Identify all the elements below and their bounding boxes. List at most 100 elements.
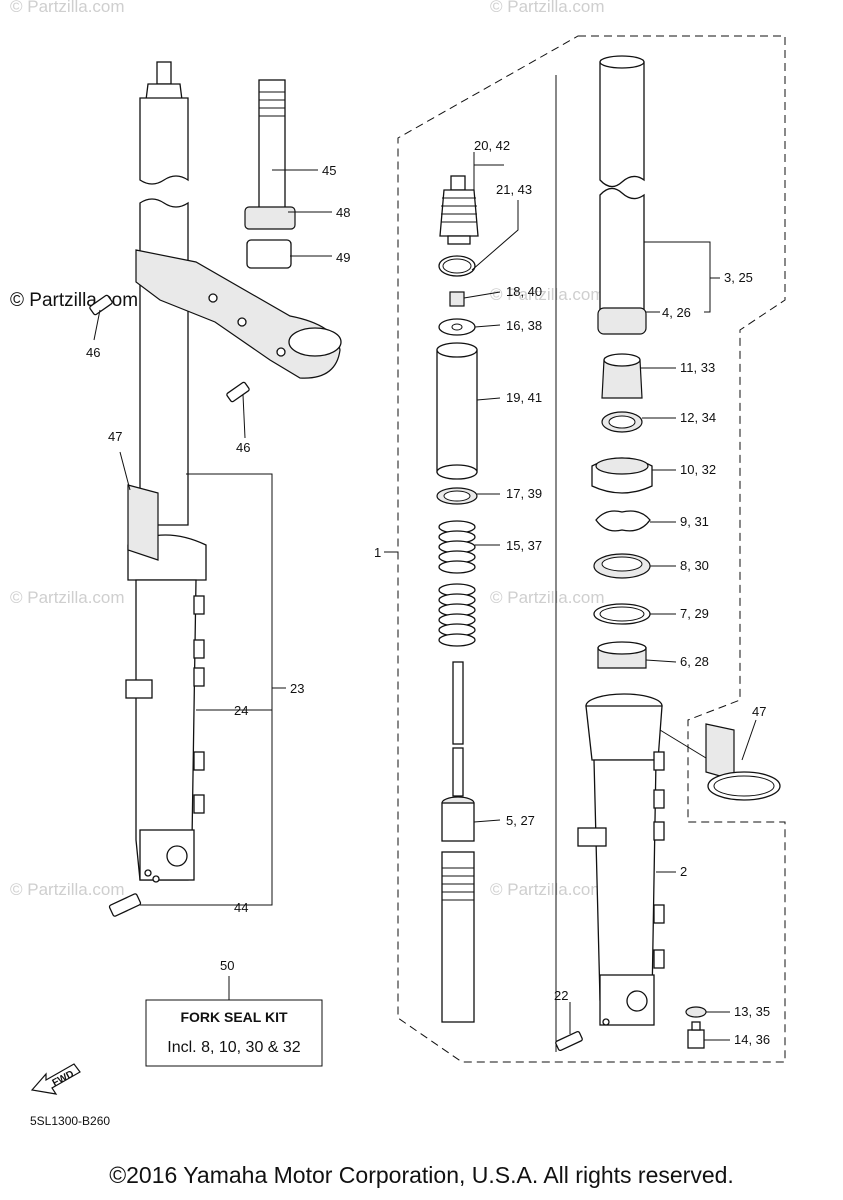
pinch-bolt <box>226 381 250 403</box>
watermark-main: © Partzilla.com <box>10 290 138 311</box>
axle-hole <box>626 990 648 1012</box>
outer-tube-lug <box>193 639 205 659</box>
callout-44: 44 <box>234 900 248 915</box>
clamp-bolt-hole <box>276 347 286 357</box>
callout-2: 2 <box>680 864 687 879</box>
under-bracket <box>135 249 341 379</box>
damper-rod-upper <box>452 661 464 745</box>
outer-tube-lug <box>653 821 665 841</box>
pinch-bolt-hole <box>152 875 160 883</box>
outer-tube-top <box>585 705 663 761</box>
kit-contents: Incl. 8, 10, 30 & 32 <box>167 1039 301 1056</box>
outer-tube-lug <box>653 751 665 771</box>
fwd-arrow-icon: FWD <box>30 1063 81 1095</box>
clamp-bolt-hole <box>208 293 218 303</box>
damper-cylinder <box>441 851 475 1023</box>
callout-22: 22 <box>554 988 568 1003</box>
callout-19-41: 19, 41 <box>506 390 542 405</box>
callout-1: 1 <box>374 545 381 560</box>
damper-cylinder-head <box>441 802 475 842</box>
inner-tube-top <box>599 61 645 188</box>
callout-21-43: 21, 43 <box>496 182 532 197</box>
callout-15-37: 15, 37 <box>506 538 542 553</box>
callout-5-27: 5, 27 <box>506 813 535 828</box>
callout-24: 24 <box>234 703 248 718</box>
callout-10-32: 10, 32 <box>680 462 716 477</box>
inner-tube <box>599 187 645 319</box>
watermarks: © Partzilla.com © Partzilla.com © Partzi… <box>10 0 605 899</box>
callout-11-33: 11, 33 <box>680 360 715 375</box>
cap-bolt-top <box>156 61 172 85</box>
cap-bolt-shank <box>447 235 471 245</box>
diagram-code: 5SL1300-B260 <box>30 1114 110 1128</box>
callout-45: 45 <box>322 163 336 178</box>
callout-14-36: 14, 36 <box>734 1032 770 1047</box>
axle-pinch-bolt <box>555 1030 583 1052</box>
outer-tube-lug <box>193 751 205 771</box>
cap-bolt-adjuster <box>450 175 466 191</box>
clamp-bolt-hole <box>237 317 247 327</box>
callout-7-29: 7, 29 <box>680 606 709 621</box>
callout-8-30: 8, 30 <box>680 558 709 573</box>
outer-parts <box>555 55 781 1052</box>
watermark: © Partzilla.com <box>10 0 125 16</box>
oil-seal-clip <box>595 510 651 532</box>
drain-washer <box>685 1006 707 1018</box>
callout-50: 50 <box>220 958 234 973</box>
watermark: © Partzilla.com <box>10 880 125 899</box>
callout-4-26: 4, 26 <box>662 305 691 320</box>
cap-bolt <box>439 189 479 237</box>
stem-bearing-upper <box>244 206 296 230</box>
assembled-fork <box>89 61 342 917</box>
callout-12-34: 12, 34 <box>680 410 716 425</box>
axle-hole <box>166 845 188 867</box>
callout-17-39: 17, 39 <box>506 486 542 501</box>
drain-bolt <box>108 893 142 917</box>
callout-47b: 47 <box>752 704 766 719</box>
assembly-boundary <box>397 35 786 1063</box>
pinch-bolt <box>89 294 113 316</box>
spacer-collar <box>436 349 478 473</box>
callout-9-31: 9, 31 <box>680 514 709 529</box>
outer-tube-lug <box>653 789 665 809</box>
pinch-bolt-hole <box>602 1018 610 1026</box>
fork-guard <box>127 484 159 561</box>
callout-6-28: 6, 28 <box>680 654 709 669</box>
watermark: © Partzilla.com <box>490 880 605 899</box>
callout-47a: 47 <box>108 429 122 444</box>
damper-internals <box>436 152 519 1023</box>
inner-tube-lower <box>139 198 189 526</box>
fork-guard <box>705 723 735 781</box>
outer-tube-lug <box>193 595 205 615</box>
damper-rod-lower <box>452 747 464 797</box>
outer-tube-lug <box>193 667 205 687</box>
drain-bolt <box>687 1029 705 1049</box>
outer-tube-lug <box>653 949 665 969</box>
under-bracket-hole <box>288 327 342 357</box>
fwd-label: FWD <box>51 1069 76 1089</box>
outer-tube-lug <box>653 904 665 924</box>
callout-48: 48 <box>336 205 350 220</box>
stem-bearing-lower <box>246 239 292 269</box>
watermark: © Partzilla.com <box>490 588 605 607</box>
inner-tube-upper <box>139 97 189 185</box>
callout-3-25: 3, 25 <box>724 270 753 285</box>
watermark: © Partzilla.com <box>490 0 605 16</box>
callout-23: 23 <box>290 681 304 696</box>
watermark: © Partzilla.com <box>10 588 125 607</box>
callout-20-42: 20, 42 <box>474 138 510 153</box>
copyright-notice: ©2016 Yamaha Motor Corporation, U.S.A. A… <box>109 1162 734 1188</box>
spring-seat-nut <box>449 291 465 307</box>
watermark: © Partzilla.com <box>490 285 605 304</box>
slide-bushing <box>597 307 647 335</box>
outer-tube-lug <box>193 794 205 814</box>
kit-title: FORK SEAL KIT <box>180 1009 288 1025</box>
callout-16-38: 16, 38 <box>506 318 542 333</box>
steering-stem <box>258 79 286 216</box>
callout-13-35: 13, 35 <box>734 1004 770 1019</box>
caliper-mount <box>125 679 153 699</box>
callout-49: 49 <box>336 250 350 265</box>
kit-box <box>145 999 323 1067</box>
callout-46b: 46 <box>236 440 250 455</box>
